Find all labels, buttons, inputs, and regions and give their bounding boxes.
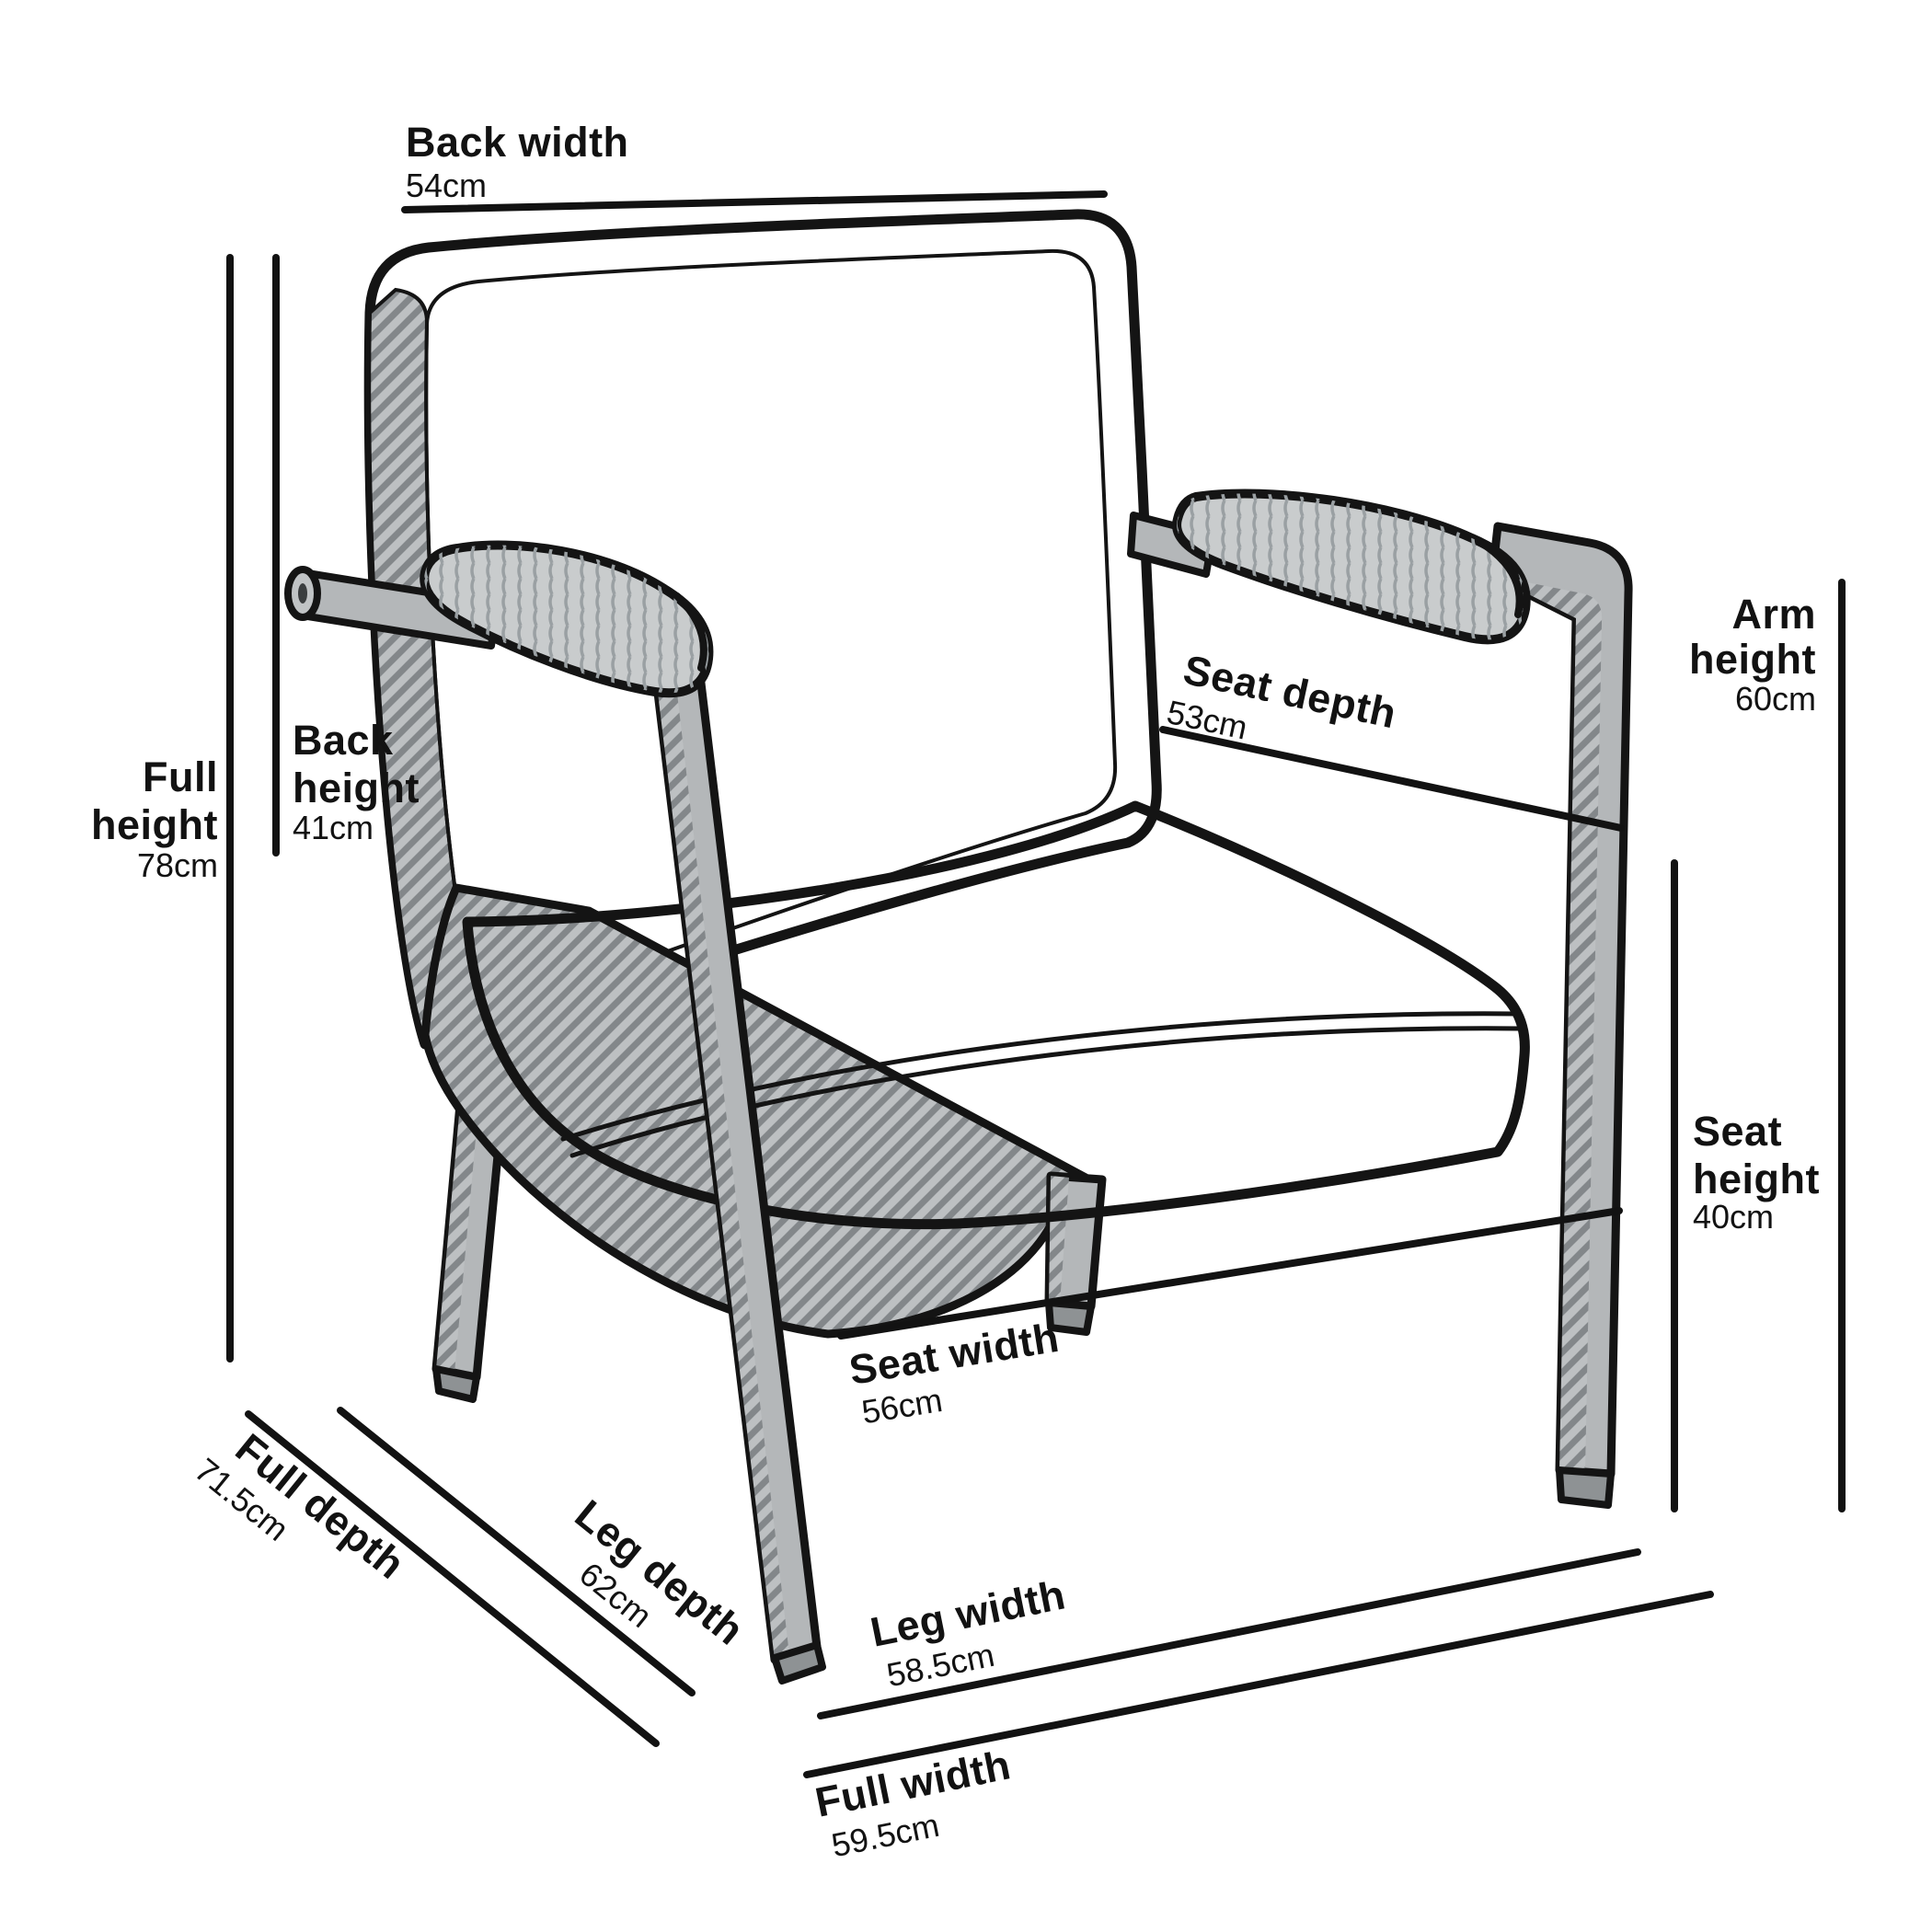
seat-height-label-line1: Seat bbox=[1693, 1108, 1782, 1155]
back-height-label-line2: height bbox=[293, 765, 420, 811]
right-armrest-pad bbox=[1172, 489, 1531, 645]
rear-right-leg bbox=[1044, 1171, 1107, 1336]
left-armrest-pad bbox=[420, 540, 714, 698]
front-right-leg bbox=[1488, 522, 1633, 1509]
dim-line-leg-width bbox=[817, 1548, 1641, 1719]
seat-seam-upper bbox=[560, 1011, 1523, 1142]
arm-height-label-line2: height bbox=[1689, 636, 1816, 683]
full-height-label-line2: height bbox=[91, 801, 218, 848]
left-pad-roll bbox=[673, 592, 707, 672]
back-width-label: Back width bbox=[406, 119, 629, 166]
seat-height-value: 40cm bbox=[1693, 1198, 1774, 1236]
seat-cushion bbox=[462, 800, 1530, 1230]
dimension-labels: Back width 54cm Full height 78cm Back he… bbox=[91, 119, 1820, 1864]
dimension-lines bbox=[226, 190, 1846, 1778]
dim-line-full-width bbox=[803, 1591, 1714, 1778]
front-left-foot bbox=[771, 1641, 826, 1685]
chair-illustration bbox=[284, 209, 1633, 1685]
rear-left-foot bbox=[432, 1365, 480, 1403]
rear-right-foot bbox=[1045, 1299, 1095, 1336]
seat-height-label-line2: height bbox=[1693, 1156, 1820, 1202]
backrest-cushion bbox=[424, 248, 1118, 1025]
back-height-label-line1: Back bbox=[293, 717, 394, 764]
left-tube-hole bbox=[298, 583, 307, 604]
full-height-value: 78cm bbox=[137, 846, 218, 884]
dim-line-seat-width bbox=[837, 1207, 1623, 1340]
dim-line-leg-depth bbox=[337, 1407, 696, 1696]
front-right-foot bbox=[1556, 1466, 1615, 1509]
seat-seam-lower bbox=[569, 1026, 1524, 1158]
full-height-label-line1: Full bbox=[143, 753, 218, 800]
dim-line-full-depth bbox=[245, 1410, 660, 1747]
arm-height-value: 60cm bbox=[1735, 680, 1816, 718]
dim-line-back-width bbox=[401, 190, 1108, 213]
arm-height-label-line1: Arm bbox=[1731, 591, 1816, 638]
dim-line-seat-depth bbox=[1159, 726, 1625, 832]
back-width-value: 54cm bbox=[406, 167, 487, 204]
back-height-value: 41cm bbox=[293, 809, 374, 846]
right-pad-roll bbox=[1478, 539, 1524, 618]
